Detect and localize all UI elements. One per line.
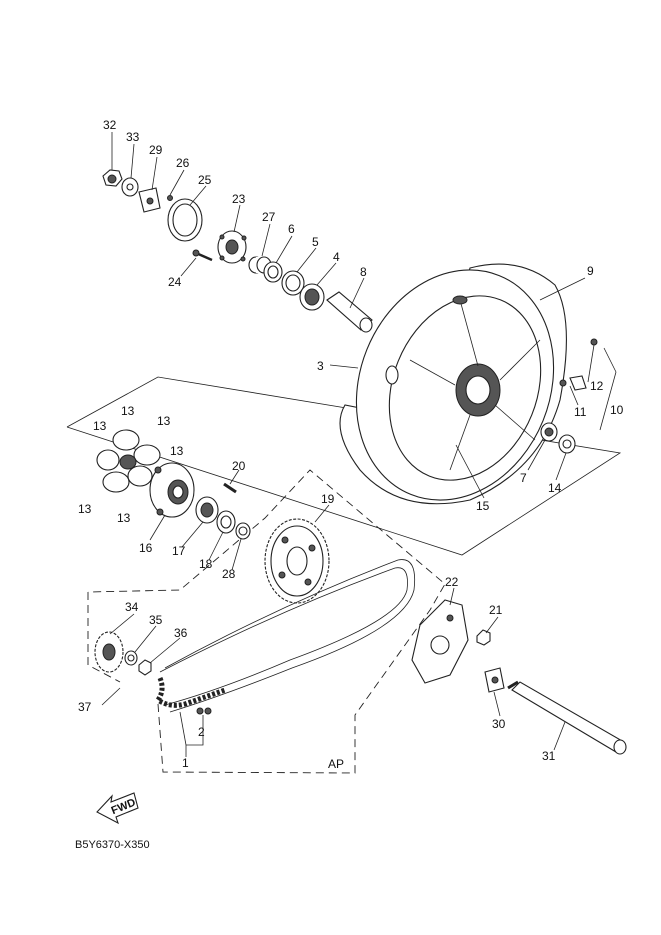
label-10: 10 bbox=[610, 403, 624, 417]
rear-wheel bbox=[339, 263, 567, 505]
label-1: 1 bbox=[182, 756, 189, 770]
label-22: 22 bbox=[445, 575, 459, 589]
nut-21 bbox=[476, 629, 491, 646]
label-13a: 13 bbox=[121, 404, 135, 418]
label-27: 27 bbox=[262, 210, 276, 224]
wheel-axle-31 bbox=[507, 680, 627, 755]
label-13e: 13 bbox=[78, 502, 92, 516]
washer-33 bbox=[121, 177, 139, 197]
valve-parts bbox=[559, 338, 598, 391]
washer-35 bbox=[124, 650, 138, 666]
seal-6 bbox=[263, 261, 283, 283]
label-25: 25 bbox=[198, 173, 212, 187]
collar-28 bbox=[235, 522, 251, 540]
label-32: 32 bbox=[103, 118, 117, 132]
label-13c: 13 bbox=[93, 419, 107, 433]
nut-32 bbox=[102, 169, 123, 187]
label-36: 36 bbox=[174, 626, 188, 640]
label-21: 21 bbox=[489, 603, 503, 617]
spacer-8 bbox=[326, 291, 373, 333]
drive-chain-1 bbox=[154, 559, 416, 713]
drive-sprocket-34 bbox=[94, 631, 124, 673]
label-26: 26 bbox=[176, 156, 190, 170]
label-9: 9 bbox=[587, 264, 594, 278]
circlip-5 bbox=[281, 270, 305, 296]
seal-18 bbox=[216, 510, 236, 534]
label-19: 19 bbox=[321, 492, 335, 506]
label-20: 20 bbox=[232, 459, 246, 473]
diagram-code: B5Y6370-X350 bbox=[75, 839, 150, 851]
bearing-4 bbox=[299, 283, 325, 311]
chain-joint-2 bbox=[196, 707, 212, 715]
label-15: 15 bbox=[476, 499, 490, 513]
bolt-26 bbox=[167, 195, 173, 201]
label-28: 28 bbox=[222, 567, 236, 581]
label-30: 30 bbox=[492, 717, 506, 731]
label-13d: 13 bbox=[170, 444, 184, 458]
ring-25 bbox=[167, 198, 203, 242]
label-18: 18 bbox=[199, 557, 213, 571]
leader-lines bbox=[101, 132, 617, 757]
label-3: 3 bbox=[317, 359, 324, 373]
label-16: 16 bbox=[139, 541, 153, 555]
bearing-17 bbox=[195, 496, 219, 524]
label-12: 12 bbox=[590, 379, 604, 393]
damper-rubbers-13 bbox=[96, 429, 161, 493]
label-14: 14 bbox=[548, 481, 562, 495]
chain-group-outline bbox=[87, 469, 446, 774]
bolt-24 bbox=[192, 249, 213, 262]
caliper-bracket-22 bbox=[411, 599, 469, 684]
ap-label: AP bbox=[328, 757, 344, 771]
label-13b: 13 bbox=[157, 414, 171, 428]
label-6: 6 bbox=[288, 222, 295, 236]
label-37: 37 bbox=[78, 700, 92, 714]
label-23: 23 bbox=[232, 192, 246, 206]
label-35: 35 bbox=[149, 613, 163, 627]
bearing-7 bbox=[540, 422, 558, 442]
label-33: 33 bbox=[126, 130, 140, 144]
label-7: 7 bbox=[520, 471, 527, 485]
label-17: 17 bbox=[172, 544, 186, 558]
rear-sprocket-19 bbox=[264, 518, 330, 604]
label-11: 11 bbox=[574, 405, 587, 419]
pin-20 bbox=[223, 482, 237, 494]
damper-group-outline bbox=[66, 376, 622, 556]
label-24: 24 bbox=[168, 275, 182, 289]
hub-flange-23 bbox=[217, 230, 247, 264]
label-34: 34 bbox=[125, 600, 139, 614]
collar-14 bbox=[558, 434, 576, 454]
nut-36 bbox=[138, 659, 152, 676]
label-4: 4 bbox=[333, 250, 340, 264]
label-31: 31 bbox=[542, 749, 556, 763]
part-labels: 32 33 29 26 25 23 27 6 5 4 8 24 9 3 12 1… bbox=[78, 118, 624, 771]
label-2: 2 bbox=[198, 725, 205, 739]
chain-puller-30 bbox=[484, 667, 505, 693]
fwd-arrow-icon: FWD bbox=[96, 792, 139, 825]
label-29: 29 bbox=[149, 143, 163, 157]
label-8: 8 bbox=[360, 265, 367, 279]
label-13f: 13 bbox=[117, 511, 131, 525]
label-5: 5 bbox=[312, 235, 319, 249]
clutch-hub-16 bbox=[149, 462, 195, 518]
chain-puller-29 bbox=[138, 187, 161, 213]
